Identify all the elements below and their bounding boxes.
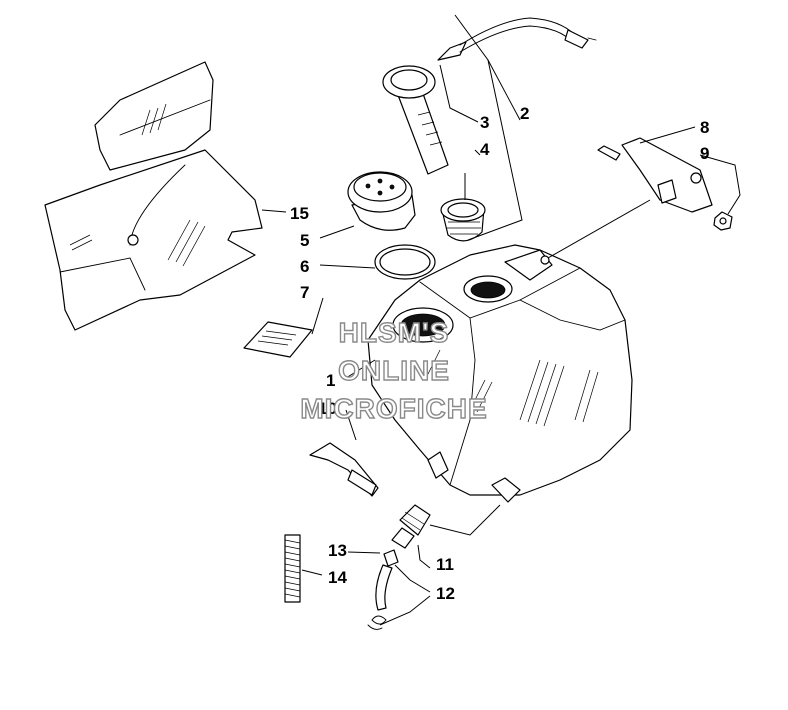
callout-6: 6	[300, 257, 309, 276]
callout-7: 7	[300, 283, 309, 302]
callout-14: 14	[328, 568, 347, 587]
callout-12: 12	[436, 584, 455, 603]
callout-9: 9	[700, 144, 709, 163]
callout-4: 4	[480, 140, 490, 159]
callout-labels: 3 2 4 8 9 15 5 6 7 1 10 13 14 11 12	[290, 104, 709, 603]
part-11-fitting	[391, 504, 431, 549]
part-5-fuel-cap	[347, 171, 416, 231]
part-3-wire	[437, 17, 597, 61]
part-4-filler-neck	[440, 198, 486, 242]
callout-15: 15	[290, 204, 309, 223]
watermark: HLSM'S ONLINE MICROFICHE	[300, 316, 488, 424]
part-7-decal	[243, 321, 313, 358]
watermark-line-3: MICROFICHE	[300, 393, 487, 424]
callout-11: 11	[436, 555, 454, 574]
callout-10: 10	[318, 399, 337, 418]
part-10-strap	[309, 442, 379, 497]
callout-1: 1	[326, 371, 335, 390]
callout-3: 3	[480, 113, 489, 132]
callout-5: 5	[300, 231, 309, 250]
callout-13: 13	[328, 541, 347, 560]
part-14-coil	[284, 534, 301, 603]
watermark-line-2: ONLINE	[338, 355, 450, 386]
part-6-gasket	[374, 244, 436, 280]
part-9-nut	[713, 211, 733, 231]
part-3-gauge-sender	[382, 65, 449, 175]
part-1-fuel-tank	[367, 244, 633, 503]
leader-lines	[261, 14, 741, 626]
callout-8: 8	[700, 118, 709, 137]
part-8-bracket	[597, 137, 713, 213]
part-15-shield	[44, 61, 263, 331]
watermark-line-1: HLSM'S	[339, 317, 450, 348]
callout-2: 2	[520, 104, 529, 123]
part-13-hose	[367, 549, 399, 630]
